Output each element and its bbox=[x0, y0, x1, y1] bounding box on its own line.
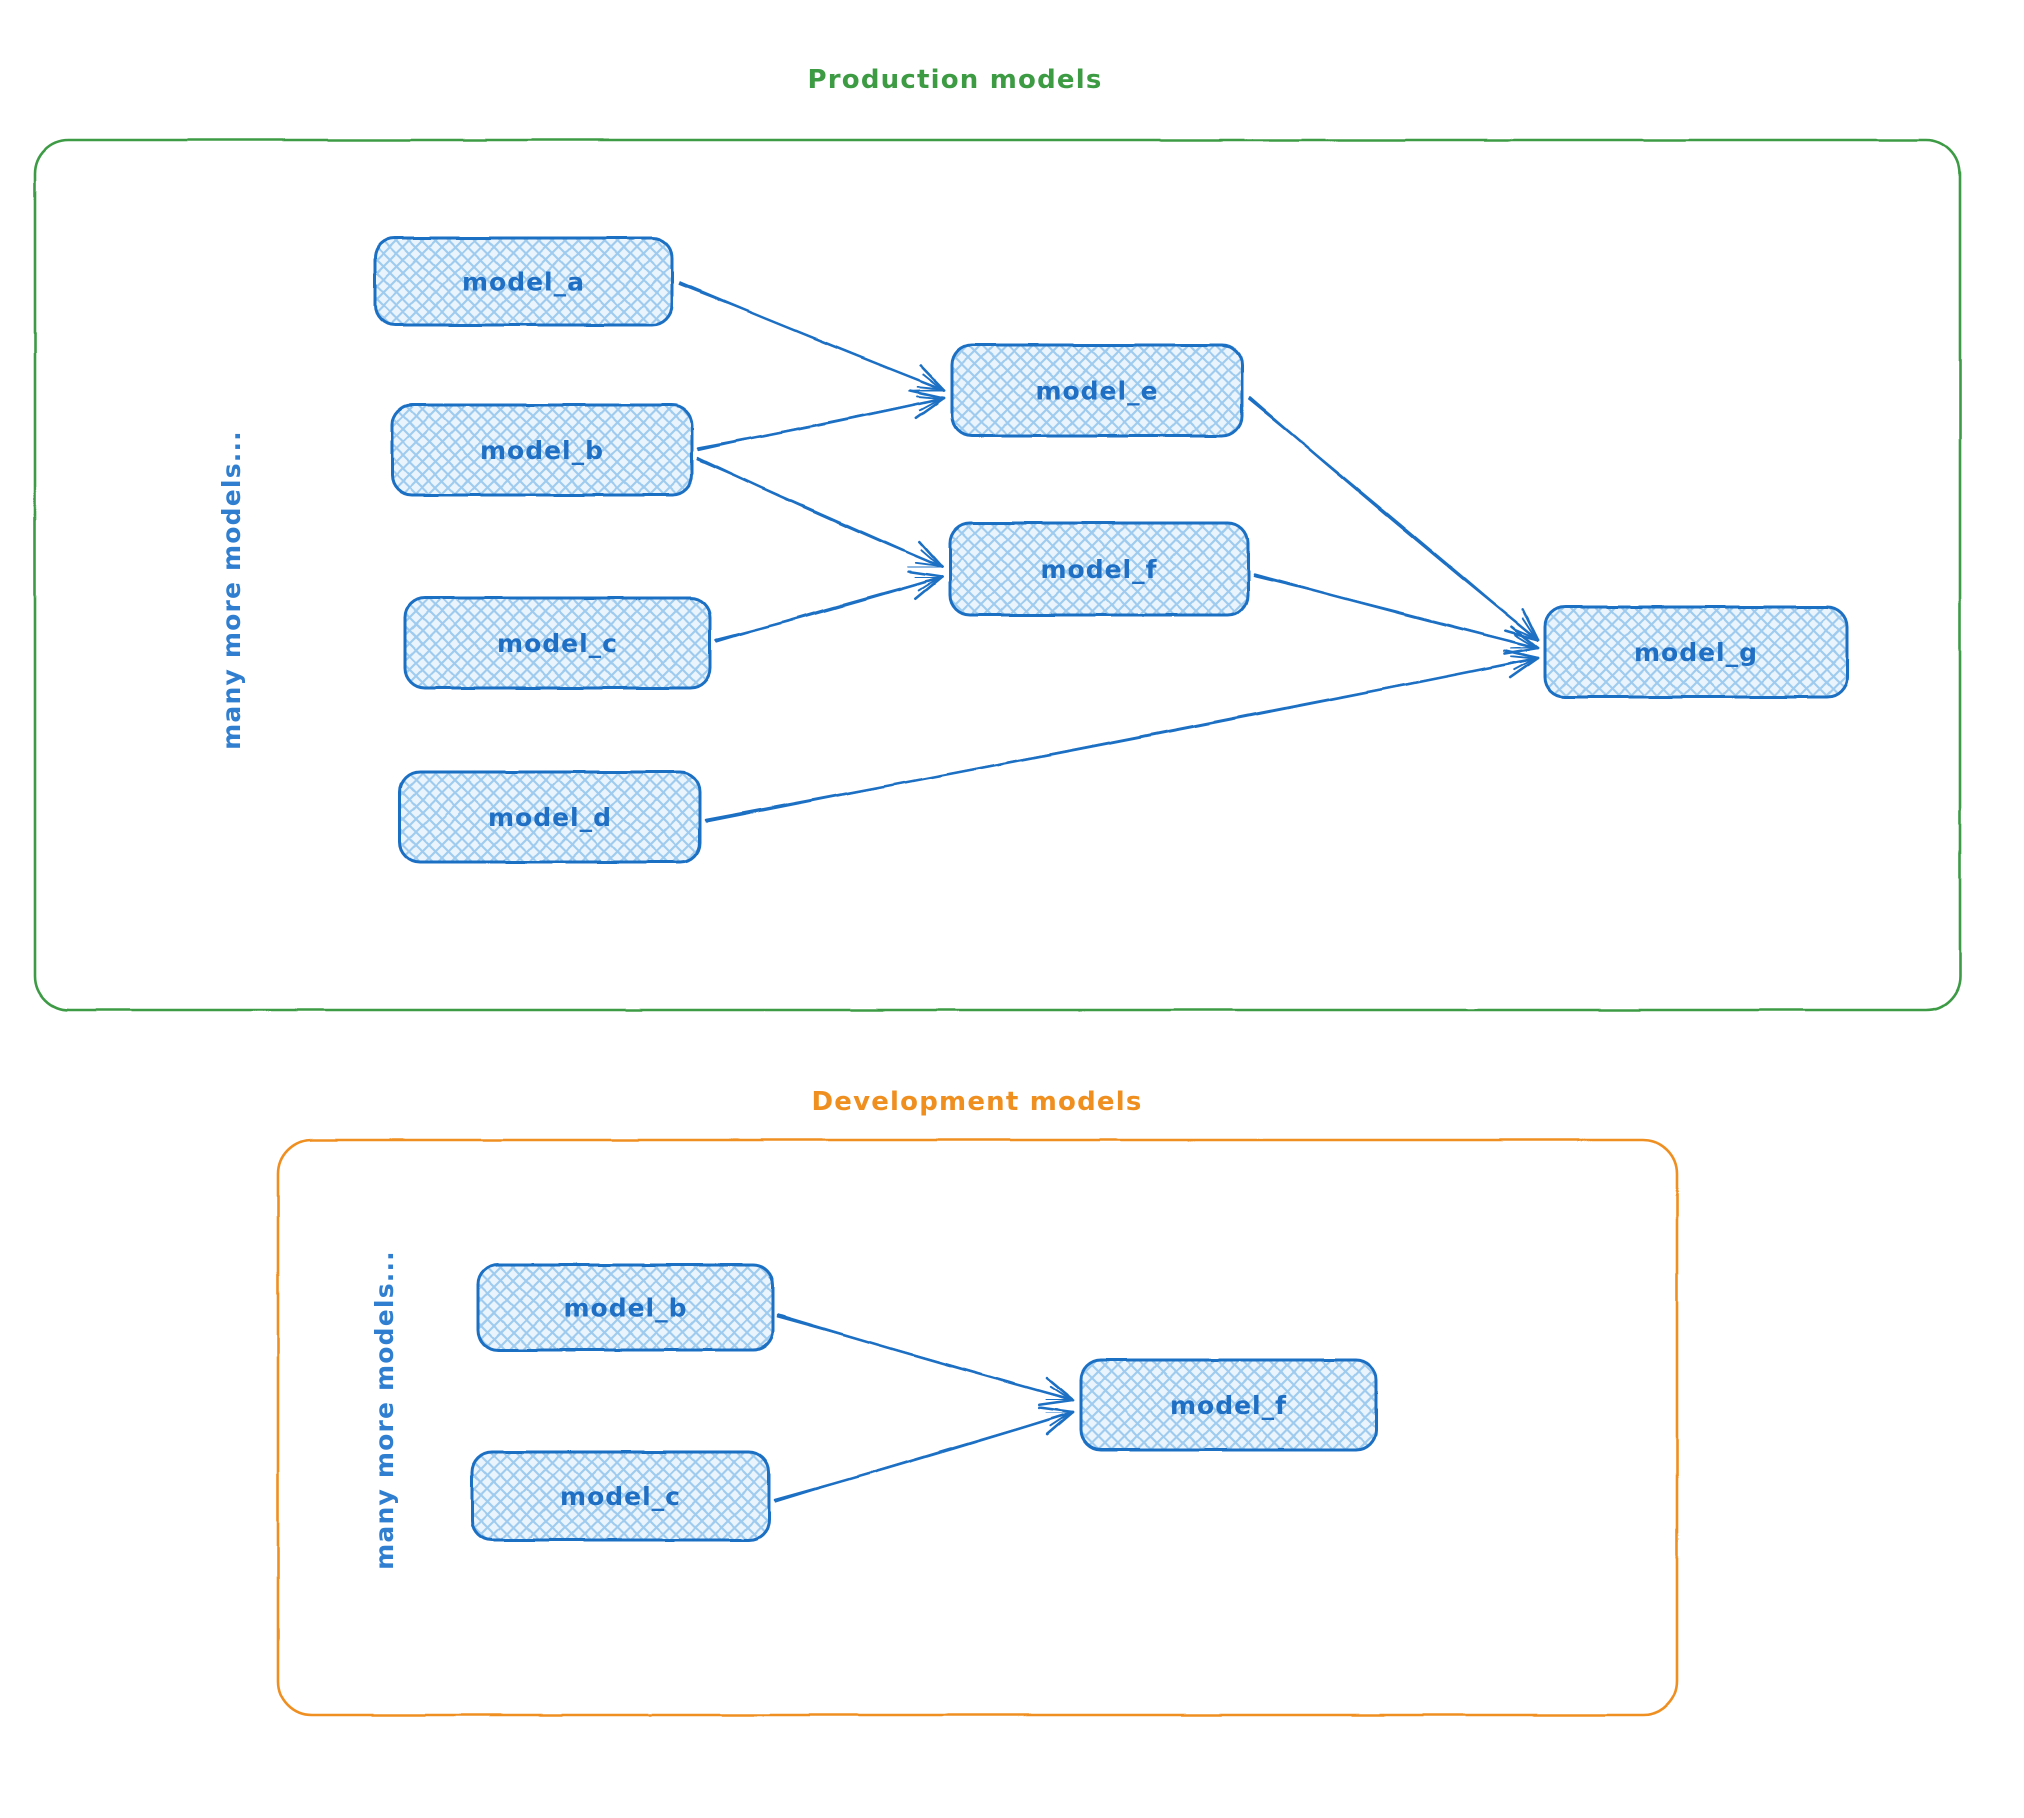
node-prod_model_a[interactable]: model_a bbox=[373, 236, 674, 327]
edges bbox=[678, 281, 1540, 1503]
edge-prod_model_f-to-prod_model_g bbox=[1252, 572, 1540, 655]
node-dev_model_f[interactable]: model_f bbox=[1079, 1358, 1378, 1452]
group-labels: Production models many more models... Deve… bbox=[217, 65, 1142, 1570]
group-title-development: Development models bbox=[811, 1087, 1142, 1117]
group-container-development bbox=[276, 1138, 1679, 1717]
edge-dev_model_b-to-dev_model_f bbox=[776, 1313, 1075, 1407]
group-containers bbox=[33, 138, 1962, 1717]
group-container-production bbox=[33, 138, 1962, 1012]
nodes: model_a model_b model_c model_d model_emodel… bbox=[373, 236, 1849, 1542]
edge-prod_model_a-to-prod_model_e bbox=[678, 281, 946, 393]
node-label-prod_model_e: model_e bbox=[1035, 377, 1158, 406]
node-prod_model_d[interactable]: model_d bbox=[398, 770, 702, 864]
node-label-dev_model_b: model_b bbox=[563, 1294, 687, 1323]
edge-prod_model_d-to-prod_model_g bbox=[704, 649, 1540, 823]
node-prod_model_g[interactable]: model_g bbox=[1543, 605, 1849, 699]
node-prod_model_e[interactable]: model_e bbox=[950, 343, 1244, 438]
node-label-prod_model_c: model_c bbox=[497, 629, 618, 658]
node-prod_model_b[interactable]: model_b bbox=[390, 403, 694, 497]
node-label-dev_model_c: model_c bbox=[560, 1482, 681, 1511]
node-label-prod_model_b: model_b bbox=[480, 436, 604, 465]
edge-prod_model_b-to-prod_model_e bbox=[696, 389, 946, 451]
node-label-prod_model_g: model_g bbox=[1634, 638, 1758, 667]
many-more-models-label-production: many more models... bbox=[217, 430, 246, 750]
node-label-prod_model_d: model_d bbox=[488, 803, 612, 832]
edge-prod_model_c-to-prod_model_f bbox=[714, 570, 944, 643]
node-label-dev_model_f: model_f bbox=[1170, 1391, 1287, 1420]
node-label-prod_model_a: model_a bbox=[462, 268, 585, 297]
edge-prod_model_e-to-prod_model_g bbox=[1247, 396, 1540, 642]
group-title-production: Production models bbox=[807, 65, 1102, 95]
edge-dev_model_c-to-dev_model_f bbox=[773, 1406, 1075, 1503]
node-prod_model_c[interactable]: model_c bbox=[403, 596, 712, 690]
node-label-prod_model_f: model_f bbox=[1040, 555, 1157, 584]
node-prod_model_f[interactable]: model_f bbox=[948, 521, 1250, 617]
edge-prod_model_b-to-prod_model_f bbox=[696, 456, 944, 569]
many-more-models-label-development: many more models... bbox=[370, 1250, 399, 1570]
node-dev_model_c[interactable]: model_c bbox=[470, 1450, 771, 1542]
node-dev_model_b[interactable]: model_b bbox=[476, 1263, 775, 1352]
